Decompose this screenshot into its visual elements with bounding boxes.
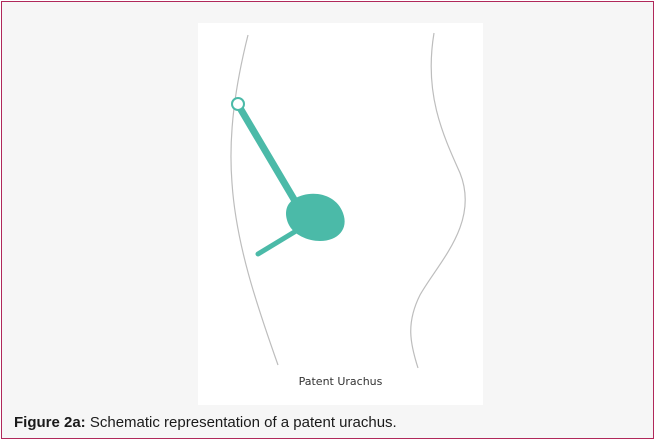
- caption-text: Schematic representation of a patent ura…: [86, 414, 397, 431]
- diagram-label: Patent Urachus: [198, 375, 483, 388]
- urachus-diagram: [198, 23, 483, 405]
- back-outline: [411, 33, 466, 368]
- figure-caption: Figure 2a: Schematic representation of a…: [14, 414, 397, 431]
- abdominal-wall-outline: [231, 35, 278, 365]
- diagram-panel: Patent Urachus: [198, 23, 483, 405]
- urachus-channel: [240, 108, 295, 201]
- umbilicus-opening: [232, 98, 244, 110]
- urethra: [258, 231, 296, 254]
- caption-label: Figure 2a:: [14, 414, 86, 431]
